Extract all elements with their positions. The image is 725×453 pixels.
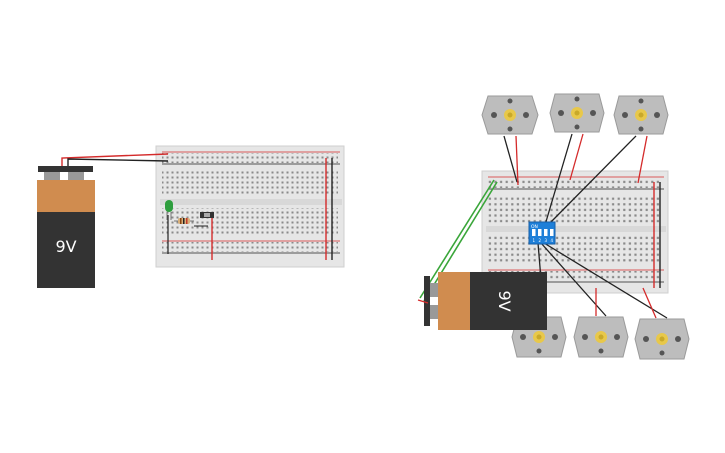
- dip-switch-on-label: ON: [531, 224, 538, 230]
- motor-top-1[interactable]: [481, 95, 539, 135]
- left-circuit: 9V: [37, 145, 345, 288]
- left-battery-wires[interactable]: [61, 153, 333, 260]
- dip-position-3: 3: [545, 238, 548, 243]
- motor-bottom-3[interactable]: [634, 318, 690, 360]
- right-battery-label: 9V: [495, 290, 514, 311]
- motor-top-wires[interactable]: [503, 133, 648, 226]
- dip-toggle-2[interactable]: [538, 229, 542, 236]
- dip-position-4: 4: [551, 238, 554, 243]
- left-led[interactable]: [165, 200, 173, 220]
- right-circuit: ON 1 2 3 4 9V: [417, 93, 690, 360]
- right-green-wires[interactable]: [419, 179, 498, 302]
- left-breadboard[interactable]: [155, 145, 345, 268]
- right-rail-wires[interactable]: [653, 182, 661, 288]
- left-battery[interactable]: 9V: [37, 166, 95, 288]
- dip-switch[interactable]: ON 1 2 3 4: [528, 221, 556, 245]
- motor-top-2[interactable]: [549, 93, 605, 133]
- left-resistor[interactable]: [174, 218, 194, 224]
- dip-toggle-3[interactable]: [544, 229, 548, 236]
- motor-top-3[interactable]: [613, 95, 669, 135]
- right-battery[interactable]: 9V: [417, 272, 547, 330]
- left-switch[interactable]: [200, 212, 214, 218]
- motor-bottom-2[interactable]: [573, 316, 629, 358]
- dip-position-1: 1: [533, 238, 536, 243]
- dip-toggle-1[interactable]: [532, 229, 536, 236]
- dip-position-2: 2: [539, 238, 542, 243]
- dip-toggle-4[interactable]: [550, 229, 554, 236]
- left-battery-label: 9V: [55, 237, 76, 256]
- right-breadboard[interactable]: [481, 170, 669, 294]
